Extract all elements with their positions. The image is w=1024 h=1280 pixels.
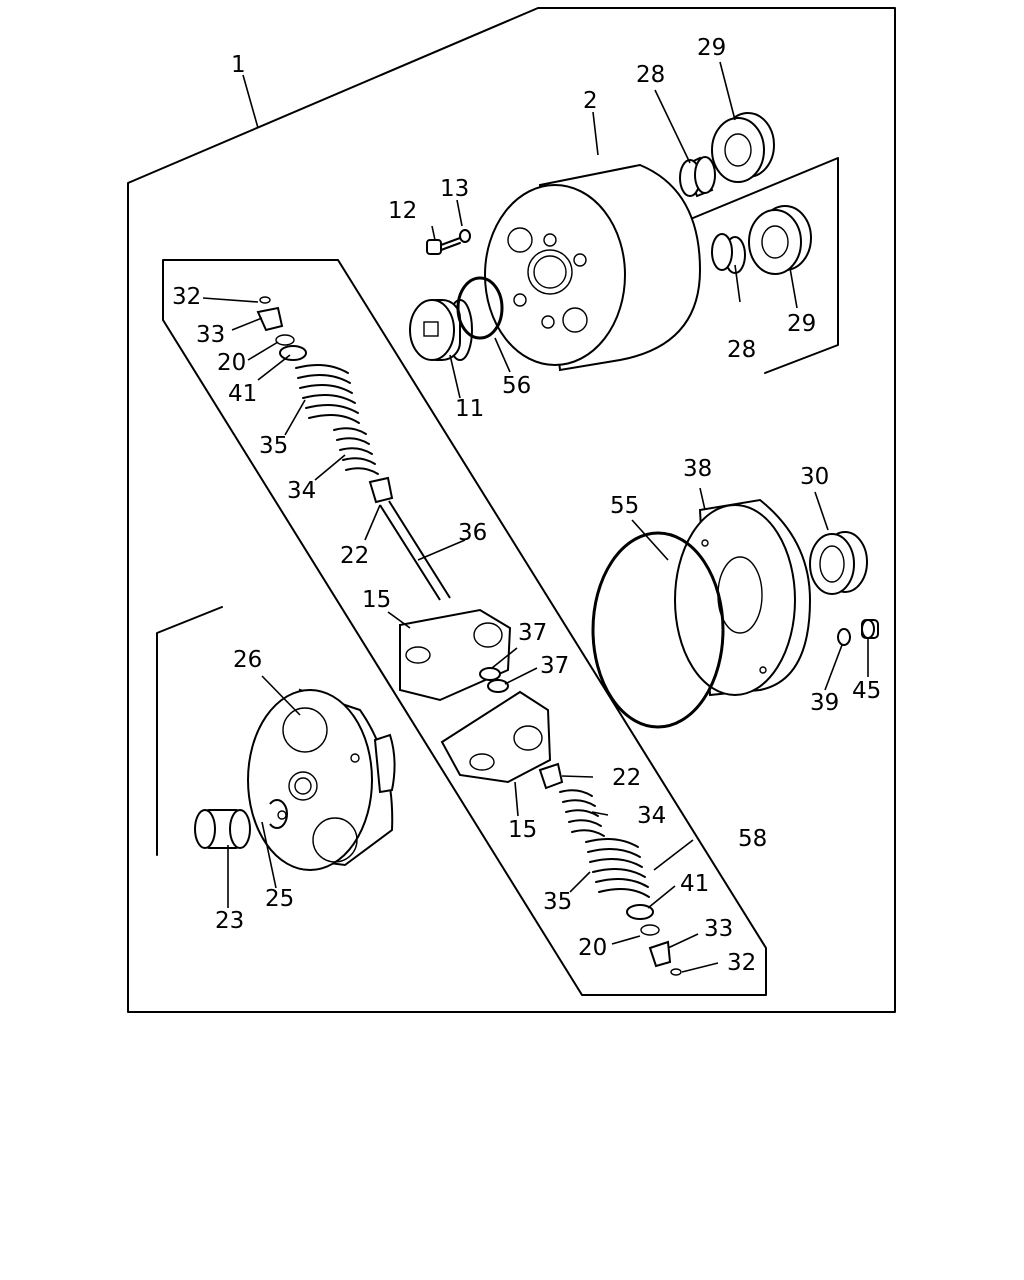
label-37-a: 37: [518, 620, 547, 646]
label-20-lower: 20: [578, 935, 607, 961]
bolt-12: [426, 237, 461, 255]
washer-13: [459, 229, 471, 243]
spool-half-lower: [440, 690, 552, 784]
label-33-lower: 33: [704, 916, 733, 942]
washer-39: [837, 628, 851, 646]
label-35-lower: 35: [543, 889, 572, 915]
label-15-lower: 15: [508, 817, 537, 843]
label-11: 11: [455, 396, 484, 422]
lower-spool-chain: [538, 762, 682, 976]
label-28-lower: 28: [727, 337, 756, 363]
seat-29-upper: [711, 112, 775, 183]
label-28-upper: 28: [636, 62, 665, 88]
bracket-26: [156, 606, 223, 856]
bracket-28-29: [692, 157, 839, 374]
label-26: 26: [233, 647, 262, 673]
assembly-frame: [127, 7, 896, 1013]
upper-spool-chain: [256, 296, 451, 601]
o-ring-55: [591, 531, 725, 729]
bolt-45: [861, 619, 879, 639]
leader-lines: [202, 61, 869, 973]
label-36: 36: [458, 520, 487, 546]
valve-28-upper: [679, 156, 716, 198]
label-1: 1: [231, 52, 246, 78]
label-15-upper: 15: [362, 587, 391, 613]
label-30: 30: [800, 464, 829, 490]
label-13: 13: [440, 176, 469, 202]
label-22-upper: 22: [340, 543, 369, 569]
label-38: 38: [683, 456, 712, 482]
label-35-upper: 35: [259, 433, 288, 459]
label-29-lower: 29: [787, 311, 816, 337]
plate-26: [247, 688, 396, 871]
label-32-upper: 32: [172, 284, 201, 310]
label-12: 12: [388, 198, 417, 224]
o-ring-56: [456, 276, 504, 340]
pump-housing: [484, 163, 702, 372]
label-2: 2: [583, 88, 598, 114]
seat-29-lower: [748, 205, 812, 275]
label-23: 23: [215, 908, 244, 934]
label-25: 25: [265, 886, 294, 912]
snap-ring-25: [269, 799, 288, 829]
label-39: 39: [810, 690, 839, 716]
label-56: 56: [502, 373, 531, 399]
label-22-lower: 22: [612, 765, 641, 791]
label-34-upper: 34: [287, 478, 316, 504]
label-20-upper: 20: [217, 350, 246, 376]
label-34-lower: 34: [637, 803, 666, 829]
label-37-b: 37: [540, 653, 569, 679]
valve-28-lower: [711, 233, 746, 274]
ring-37-b: [487, 679, 509, 693]
label-55: 55: [610, 493, 639, 519]
seal-30: [809, 531, 868, 595]
callout-numbers: 1 2 28 29 12 13 29 28 56 11 32 33 20 41 …: [172, 35, 881, 976]
label-41-lower: 41: [680, 871, 709, 897]
label-45: 45: [852, 678, 881, 704]
label-32-lower: 32: [727, 950, 756, 976]
label-33-upper: 33: [196, 322, 225, 348]
label-29-upper: 29: [697, 35, 726, 61]
end-cover-38: [674, 498, 812, 697]
subkit-boundary: [162, 259, 767, 996]
plug-11: [409, 299, 473, 361]
label-58: 58: [738, 826, 767, 852]
ring-37-a: [479, 667, 501, 681]
label-41-upper: 41: [228, 381, 257, 407]
sleeve-23: [194, 809, 251, 849]
